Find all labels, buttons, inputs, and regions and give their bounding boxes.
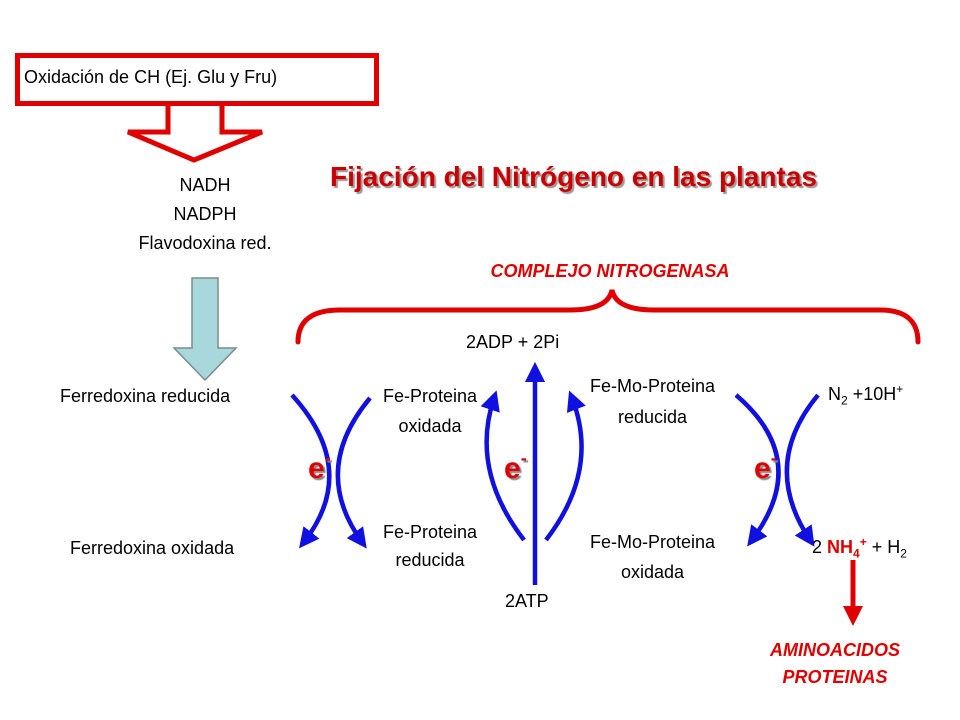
arrow-n2-reduction (784, 393, 820, 547)
electron-label-3: e- (754, 448, 777, 485)
source-box (15, 53, 379, 106)
electron-label-2: e- (504, 448, 527, 485)
ferredoxin-reduced: Ferredoxina reducida (60, 386, 231, 406)
fe-protein-reduced-line2: reducida (395, 550, 465, 570)
fe-protein-oxidized-line2: oxidada (398, 416, 462, 436)
source-text: Oxidación de CH (Ej. Glu y Fru) (24, 67, 278, 87)
electron-label-1: e- (308, 448, 331, 485)
arrow-ferredoxin-oxidation (290, 393, 332, 549)
page-title: Fijación del Nitrógeno en las plantas (330, 161, 817, 192)
ferredoxin-oxidized: Ferredoxina oxidada (70, 538, 235, 558)
femo-protein-oxidized-line1: Fe-Mo-Proteina (589, 532, 716, 552)
output-proteins: PROTEINAS (782, 667, 888, 687)
arrow-feprotein-oxidation (480, 390, 526, 542)
femo-protein-reduced-line1: Fe-Mo-Proteina (589, 376, 716, 396)
femo-protein-reduced-line2: reducida (617, 407, 688, 427)
arrow-femo-reduction (544, 390, 586, 542)
arrow-femo-oxidation (734, 393, 781, 547)
donor-nadh: NADH (179, 175, 231, 195)
arrow-feprotein-reduction (335, 396, 372, 549)
fe-protein-reduced-line1: Fe-Proteina (382, 522, 478, 542)
adp-label: 2ADP + 2Pi (466, 332, 560, 352)
product-ammonium: 2 NH4+ + H2 (812, 535, 907, 561)
femo-protein-oxidized-line2: oxidada (620, 562, 685, 582)
donor-nadph: NADPH (173, 204, 237, 224)
donor-flavodoxin: Flavodoxina red. (138, 233, 272, 253)
substrate-n2: N2 +10H+ (828, 382, 904, 408)
donor-block-arrow (172, 277, 238, 382)
complex-brace (295, 289, 921, 345)
atp-label: 2ATP (505, 591, 549, 611)
source-down-arrow (127, 106, 263, 163)
output-aminoacids: AMINOACIDOS (770, 640, 900, 660)
fe-protein-oxidized-line1: Fe-Proteina (382, 386, 478, 406)
complex-label: COMPLEJO NITROGENASA (490, 261, 730, 281)
